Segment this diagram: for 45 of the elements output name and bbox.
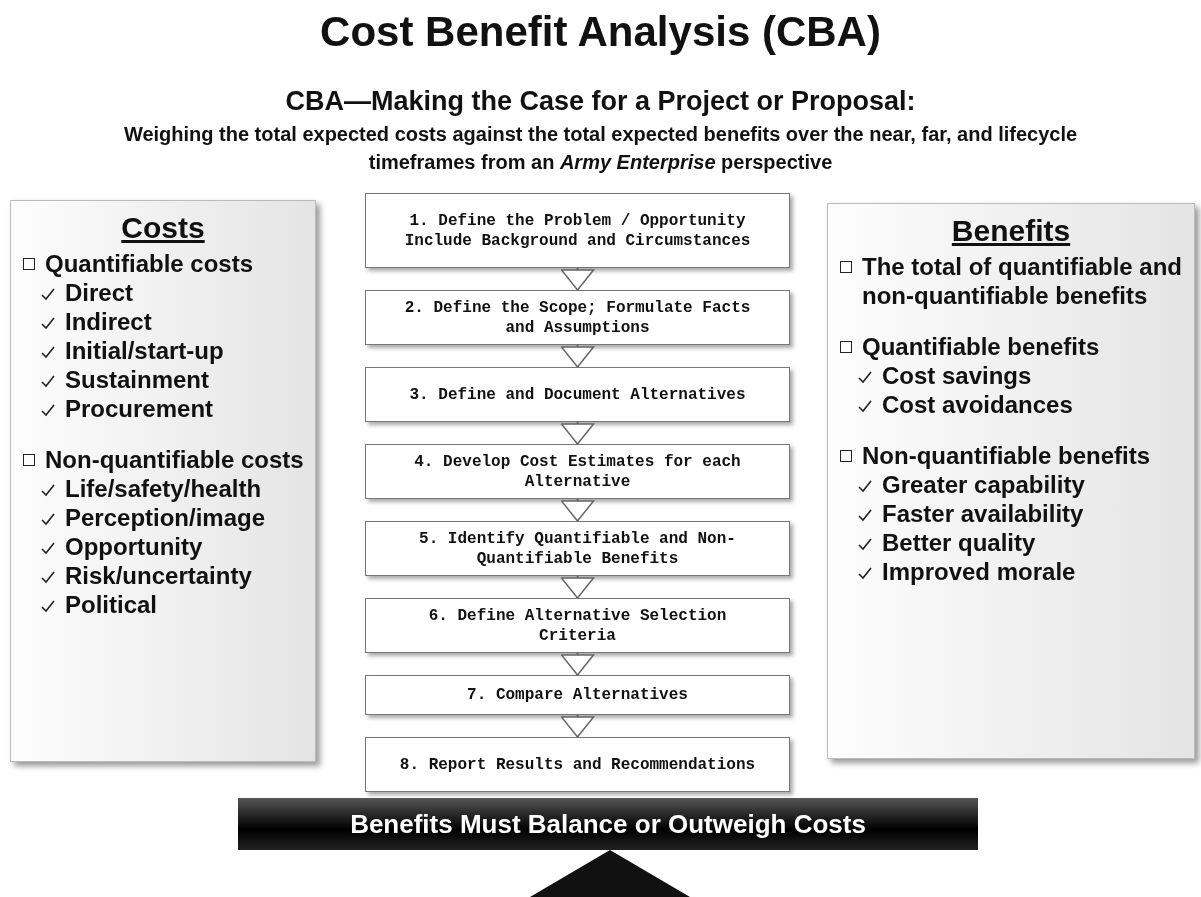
category-text: Non-quantifiable benefits bbox=[862, 441, 1150, 470]
arrow bbox=[560, 421, 595, 445]
list-item-text: Cost savings bbox=[882, 361, 1032, 390]
arrow bbox=[560, 267, 595, 291]
conclusion-banner: Benefits Must Balance or Outweigh Costs bbox=[238, 798, 978, 850]
arrow bbox=[560, 344, 595, 368]
list-item-text: Better quality bbox=[882, 528, 1036, 557]
process-box: 8. Report Results and Recommendations bbox=[365, 737, 790, 792]
process-box: 5. Identify Quantifiable and Non-Quantifiable Benefits bbox=[365, 521, 790, 576]
list-panel bbox=[10, 200, 316, 762]
fulcrum-triangle bbox=[530, 850, 690, 897]
list-item-text: Life/safety/health bbox=[65, 474, 262, 503]
process-box: 4. Develop Cost Estimates for each Alternative bbox=[365, 444, 790, 499]
panel-heading: Costs bbox=[120, 211, 206, 245]
process-box: 3. Define and Document Alternatives bbox=[365, 367, 790, 422]
list-item-text: Direct bbox=[65, 278, 134, 307]
list-item-text: Initial/start-up bbox=[65, 336, 224, 365]
category-text: The total of quantifiable and non-quantifiable benefits bbox=[862, 252, 1183, 310]
process-box: 6. Define Alternative Selection Criteria bbox=[365, 598, 790, 653]
list-item-text: Perception/image bbox=[65, 503, 266, 532]
list-item-text: Improved morale bbox=[882, 557, 1076, 586]
list-item-text: Greater capability bbox=[882, 470, 1085, 499]
list-item-text: Indirect bbox=[65, 307, 152, 336]
list-item-text: Faster availability bbox=[882, 499, 1084, 528]
list-item-text: Sustainment bbox=[65, 365, 210, 394]
arrow bbox=[560, 575, 595, 599]
list-panel bbox=[827, 203, 1195, 759]
list-item-text: Procurement bbox=[65, 394, 214, 423]
category-text: Non-quantifiable costs bbox=[45, 445, 304, 474]
description-text: Weighing the total expected costs against the total expected benefits over the near, far, and lifecycle timeframes from an Army Enterprise perspective bbox=[122, 122, 1079, 175]
list-item-text: Political bbox=[65, 590, 158, 619]
list-item-text: Cost avoidances bbox=[882, 390, 1073, 419]
arrow bbox=[560, 498, 595, 522]
list-item-text: Opportunity bbox=[65, 532, 203, 561]
panel-heading: Benefits bbox=[950, 214, 1072, 248]
arrow bbox=[560, 652, 595, 676]
process-box: 1. Define the Problem / Opportunity Include Background and Circumstances bbox=[365, 193, 790, 268]
category-text: Quantifiable benefits bbox=[862, 332, 1100, 361]
process-box: 7. Compare Alternatives bbox=[365, 675, 790, 715]
category-text: Quantifiable costs bbox=[45, 249, 254, 278]
arrow bbox=[560, 714, 595, 738]
list-item-text: Risk/uncertainty bbox=[65, 561, 252, 590]
process-box: 2. Define the Scope; Formulate Facts and Assumptions bbox=[365, 290, 790, 345]
subtitle-text: CBA—Making the Case for a Project or Proposal: bbox=[284, 86, 917, 117]
title-text: Cost Benefit Analysis (CBA) bbox=[319, 8, 882, 56]
